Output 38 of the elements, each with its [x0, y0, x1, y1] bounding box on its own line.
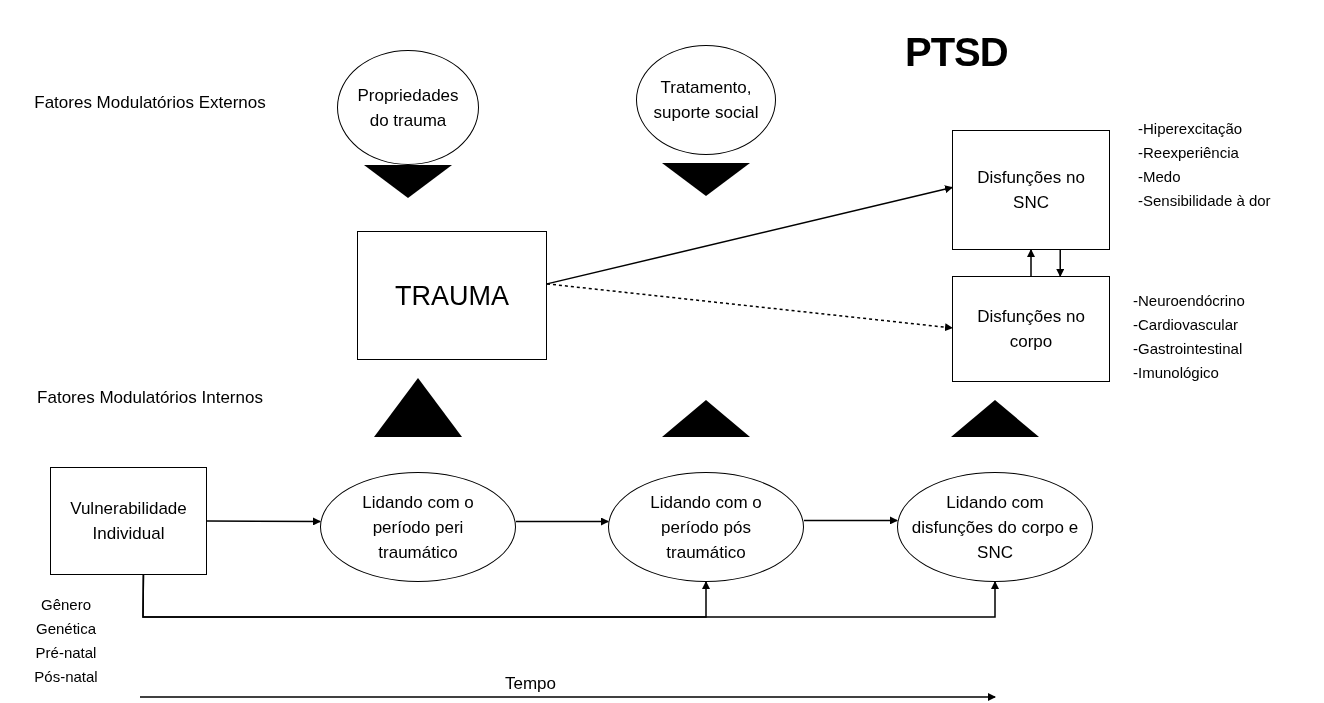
node-text: Tratamento, suporte social — [652, 77, 760, 124]
triangle-arrow — [951, 400, 1039, 437]
arrow — [515, 517, 609, 526]
arrow — [803, 516, 898, 525]
section-label: Fatores Modulatórios Externos — [33, 92, 267, 114]
arrow — [1027, 249, 1035, 277]
list-item: -Reexperiência — [1138, 143, 1240, 163]
list-item: -Hiperexcitação — [1138, 119, 1244, 139]
process-box — [357, 231, 547, 360]
node-text: Lidando com o período pós traumático — [649, 491, 763, 564]
list-item: -Gastrointestinal — [1133, 339, 1244, 359]
list-item: -Neuroendócrino — [1133, 291, 1246, 311]
arrow — [142, 574, 999, 618]
node-text: Disfunções no SNC — [976, 167, 1086, 214]
triangle-arrow — [662, 400, 750, 437]
axis-label: Tempo — [505, 674, 557, 694]
arrow — [546, 283, 953, 332]
list-item: Pré-natal — [34, 643, 98, 663]
node-text: Lidando com disfunções do corpo e SNC — [910, 491, 1080, 564]
node-text: Vulnerabilidade Individual — [69, 498, 188, 545]
title: PTSD — [905, 29, 1008, 76]
list-item: Gênero — [39, 595, 92, 615]
list-item: -Medo — [1138, 167, 1182, 187]
arrow — [1056, 249, 1065, 277]
list-item: -Sensibilidade à dor — [1138, 191, 1272, 211]
section-label: Fatores Modulatórios Internos — [36, 387, 264, 409]
node-text: Disfunções no corpo — [976, 306, 1086, 353]
triangle-arrow — [374, 378, 462, 437]
list-item: -Cardiovascular — [1133, 315, 1240, 335]
node-text: Propriedades do trauma — [356, 84, 460, 132]
list-item: Genética — [34, 619, 97, 639]
triangle-arrow — [364, 165, 452, 198]
node-text: Lidando com o período peri traumático — [361, 491, 475, 564]
list-item: Pós-natal — [33, 667, 99, 687]
list-item: -Imunológico — [1133, 363, 1220, 383]
arrow — [206, 517, 321, 526]
triangle-arrow — [662, 163, 750, 196]
node-text: TRAUMA — [395, 279, 509, 312]
